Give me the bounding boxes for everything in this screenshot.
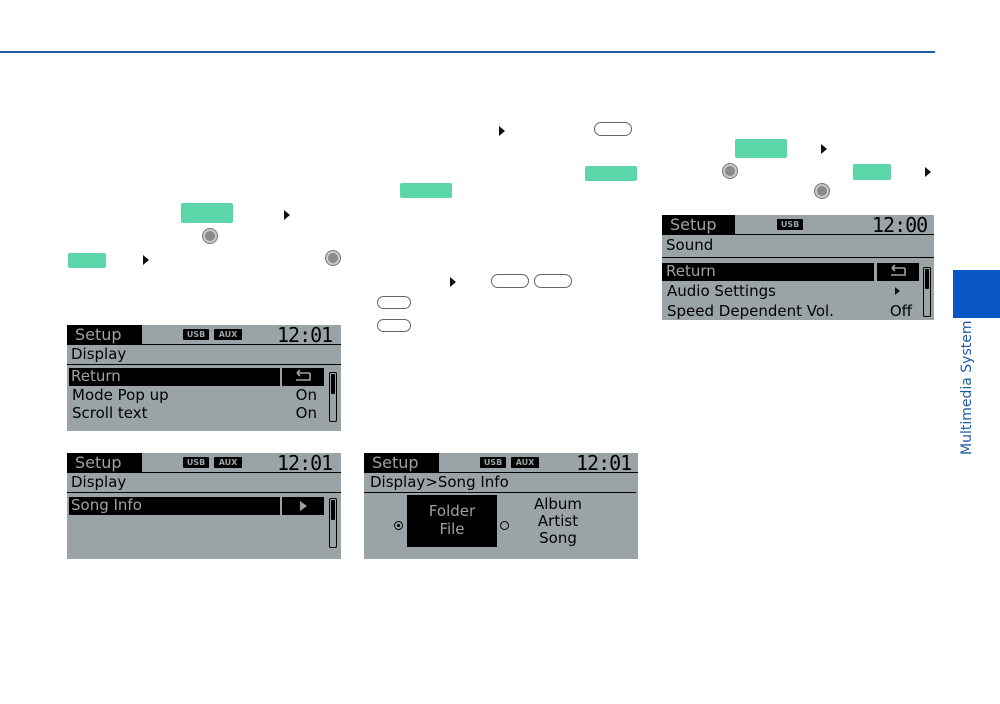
tune-knob-icon	[326, 251, 340, 265]
lcd-screen-song-info-menu: Setup USB AUX 12:01 Display Song Info	[67, 453, 341, 559]
menu-item-return[interactable]: Return	[69, 368, 280, 386]
clock: 12:00	[872, 215, 928, 237]
menu-subtitle: Display	[71, 473, 127, 491]
aux-badge: AUX	[214, 457, 242, 468]
setup-key-icon	[181, 203, 233, 223]
clock: 12:01	[277, 453, 333, 475]
lcd-header: Setup USB AUX 12:01	[364, 453, 638, 473]
option-label: Song	[539, 529, 577, 547]
screen-title: Setup	[364, 453, 439, 472]
menu-item-label: Return	[71, 367, 121, 385]
preset-key-icon	[377, 296, 411, 309]
clock: 12:01	[576, 453, 632, 475]
screen-title: Setup	[662, 215, 735, 234]
setup-key-icon	[400, 183, 452, 198]
return-arrow-icon[interactable]	[282, 368, 324, 386]
aux-badge: AUX	[214, 329, 242, 340]
lcd-header: Setup USB 12:00	[662, 215, 934, 235]
menu-item-label[interactable]: Scroll text	[72, 404, 148, 422]
arrow-right-icon	[450, 277, 456, 287]
preset-key-icon	[491, 274, 529, 288]
section-tab	[953, 270, 1000, 318]
tune-knob-icon	[815, 184, 829, 198]
arrow-right-icon	[925, 167, 931, 177]
option-label: Artist	[537, 512, 579, 530]
scrollbar[interactable]	[923, 267, 931, 317]
arrow-right-icon	[143, 255, 149, 265]
submenu-arrow-icon	[895, 287, 900, 295]
right-triangle-icon[interactable]	[282, 497, 324, 515]
menu-item-label: Song Info	[71, 496, 142, 514]
preset-key-icon	[534, 274, 572, 288]
option-label: Folder	[428, 502, 476, 520]
option-label: File	[439, 520, 465, 538]
usb-badge: USB	[183, 457, 209, 468]
aux-badge: AUX	[511, 457, 539, 468]
menu-subtitle: Display	[71, 345, 127, 363]
screen-title: Setup	[67, 325, 142, 344]
option-folder-file[interactable]: Folder File	[407, 495, 497, 547]
menu-item-label: Return	[666, 262, 716, 280]
lcd-screen-display: Setup USB AUX 12:01 Display Return Mode …	[67, 325, 341, 431]
arrow-right-icon	[284, 210, 290, 220]
clock: 12:01	[277, 325, 333, 347]
setup-key-icon	[585, 166, 637, 181]
tune-knob-icon	[723, 164, 737, 178]
lcd-header: Setup USB AUX 12:01	[67, 453, 341, 473]
menu-item-label[interactable]: Audio Settings	[667, 282, 776, 300]
return-arrow-icon[interactable]	[877, 263, 919, 281]
usb-badge: USB	[777, 219, 803, 230]
sound-key-icon	[853, 164, 891, 180]
preset-key-icon	[377, 319, 411, 332]
lcd-screen-sound: Setup USB 12:00 Sound Return Audio Setti…	[662, 215, 934, 320]
radio-selected[interactable]	[394, 521, 403, 530]
display-key-icon	[68, 253, 106, 268]
menu-item-value: On	[295, 404, 317, 422]
tune-knob-icon	[203, 229, 217, 243]
option-label: Album	[533, 495, 583, 513]
menu-item-label[interactable]: Speed Dependent Vol.	[667, 302, 834, 320]
menu-item-value: On	[295, 386, 317, 404]
menu-item-return[interactable]: Return	[662, 263, 874, 281]
option-album-artist-song[interactable]: Album Artist Song	[518, 496, 598, 547]
usb-badge: USB	[183, 329, 209, 340]
screen-title: Setup	[67, 453, 142, 472]
arrow-right-icon	[821, 144, 827, 154]
arrow-right-icon	[499, 126, 505, 136]
setup-key-icon	[735, 139, 787, 158]
lcd-screen-song-info-options: Setup USB AUX 12:01 Display>Song Info Fo…	[364, 453, 638, 559]
top-rule	[0, 51, 935, 53]
menu-item-value: Off	[889, 302, 912, 320]
section-label: Multimedia System	[959, 320, 975, 455]
breadcrumb: Display>Song Info	[370, 473, 509, 491]
menu-item-song-info[interactable]: Song Info	[69, 497, 280, 515]
menu-subtitle: Sound	[666, 236, 714, 254]
preset-key-icon	[594, 122, 632, 136]
scrollbar[interactable]	[329, 372, 337, 422]
menu-item-label[interactable]: Mode Pop up	[72, 386, 169, 404]
scrollbar[interactable]	[329, 498, 337, 548]
usb-badge: USB	[480, 457, 506, 468]
radio-unselected[interactable]	[500, 521, 509, 530]
lcd-header: Setup USB AUX 12:01	[67, 325, 341, 345]
